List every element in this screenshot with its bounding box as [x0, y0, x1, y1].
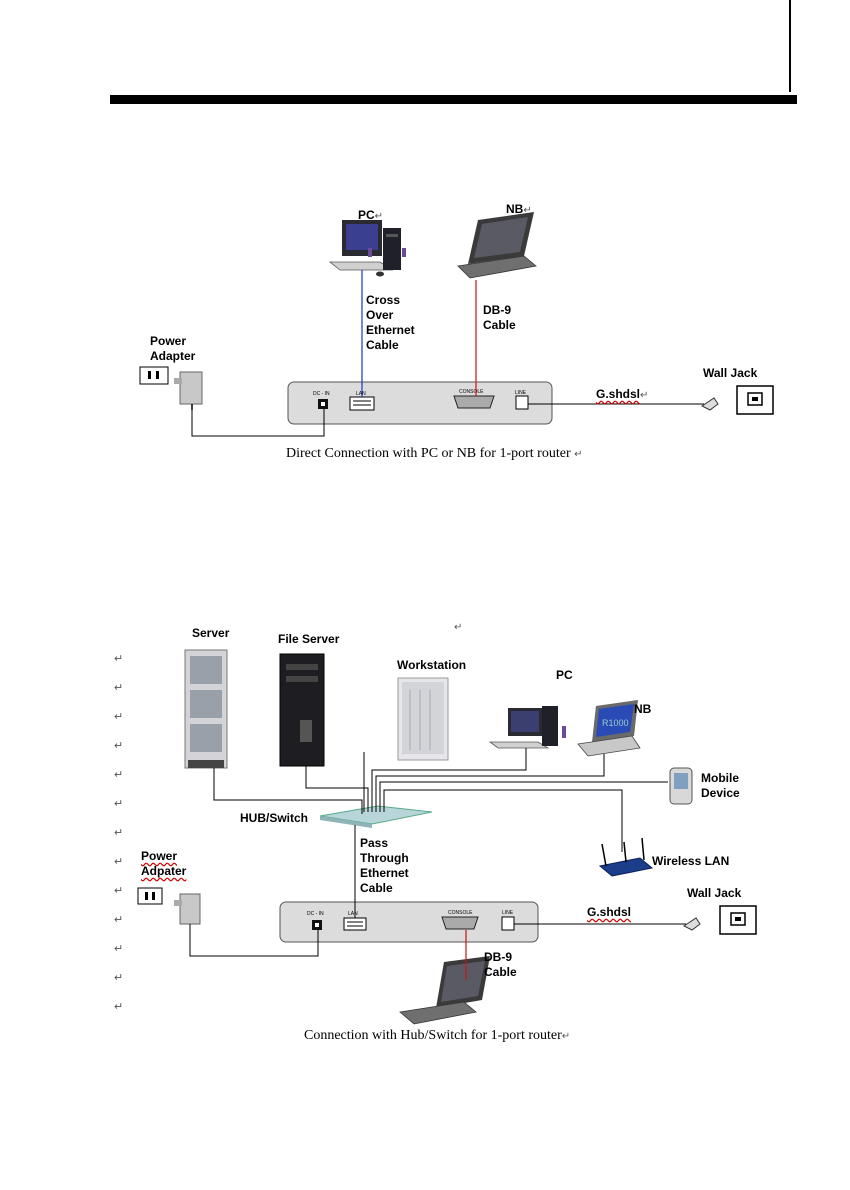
port-console-text: CONSOLE: [459, 389, 484, 395]
port-lan-text: LAN: [348, 911, 358, 917]
nb-label: NB↵: [506, 202, 532, 216]
power-adapter-label: Power Adapter: [150, 334, 196, 363]
port-line-text: LINE: [502, 910, 514, 916]
mobile-device-label: Mobile Device: [701, 771, 740, 800]
mobile-cable-line: [379, 781, 668, 812]
hub-switch-label: HUB/Switch: [240, 811, 309, 825]
hub-switch-device: [319, 805, 433, 828]
cross-over-cable-label: Cross Over Ethernet Cable: [366, 293, 415, 352]
pc-icon: [328, 220, 406, 277]
nb-laptop-icon: R1000: [577, 700, 641, 757]
wall-jack-icon: [701, 385, 774, 415]
pc-label: PC↵: [358, 208, 384, 222]
gshdsl-label: G.shdsl: [587, 905, 632, 919]
power-cable-line: [191, 409, 325, 437]
db9-cable-label: DB-9 Cable: [484, 950, 517, 979]
workstation-icon: [397, 677, 449, 761]
hub-switch-connection-figure: R1000: [110, 620, 792, 1050]
server-label: Server: [192, 626, 230, 640]
router-device: DC - IN LAN CONSOLE LINE: [279, 901, 539, 943]
port-console-text: CONSOLE: [448, 910, 473, 916]
wireless-cable-line: [383, 789, 623, 852]
header-rule: [110, 95, 797, 104]
port-line-text: LINE: [515, 390, 527, 396]
pc-icon: [488, 706, 566, 749]
db9-cable-label: DB-9 Cable: [483, 303, 516, 332]
pc-label: PC: [556, 668, 573, 682]
figure2-drawing: R1000: [137, 649, 757, 1025]
power-cable-line: [189, 924, 319, 957]
server-cable-line: [213, 768, 363, 814]
server-rack-icon: [184, 649, 228, 769]
figure1-caption: Direct Connection with PC or NB for 1-po…: [286, 446, 583, 461]
mobile-device-icon: [669, 767, 693, 805]
wireless-lan-label: Wireless LAN: [652, 854, 730, 868]
power-adapter-icon: [139, 366, 203, 410]
nb-cable-line: [375, 754, 605, 812]
pc-cable-line: [371, 748, 527, 812]
wall-jack-label: Wall Jack: [703, 366, 758, 380]
power-adapter-label: Power Adpater: [141, 849, 187, 878]
file-server-icon: [279, 653, 325, 767]
router-device: DC - IN LAN CONSOLE LINE: [287, 381, 553, 425]
wall-jack-icon: [683, 905, 757, 935]
figure2-caption: Connection with Hub/Switch for 1-port ro…: [304, 1028, 571, 1043]
port-dcin-text: DC - IN: [313, 391, 330, 397]
power-adapter-icon: [137, 887, 201, 925]
paragraph-mark: ↵: [454, 622, 463, 633]
workstation-label: Workstation: [397, 658, 467, 672]
page-corner-mark: [789, 0, 791, 92]
port-dcin-text: DC - IN: [307, 911, 324, 917]
file-server-label: File Server: [278, 632, 340, 646]
file-server-cable-line: [305, 766, 369, 812]
laptop-screen-text: R1000: [602, 718, 629, 728]
wireless-lan-router-icon: [598, 837, 654, 877]
pass-through-cable-label: Pass Through Ethernet Cable: [360, 836, 409, 895]
gshdsl-label: G.shdsl↵: [596, 387, 649, 401]
paragraph-marks-column: ↵↵↵↵↵↵↵↵↵↵↵↵↵: [114, 653, 124, 1013]
port-lan-text: LAN: [356, 391, 366, 397]
wall-jack-label: Wall Jack: [687, 886, 742, 900]
nb-laptop-icon: [457, 212, 537, 279]
console-laptop-icon: [399, 956, 490, 1025]
nb-label: NB: [634, 702, 652, 716]
figure1-drawing: DC - IN LAN CONSOLE LINE: [139, 212, 774, 437]
direct-connection-figure: DC - IN LAN CONSOLE LINE PC↵ NB↵ Cross O…: [110, 190, 790, 480]
